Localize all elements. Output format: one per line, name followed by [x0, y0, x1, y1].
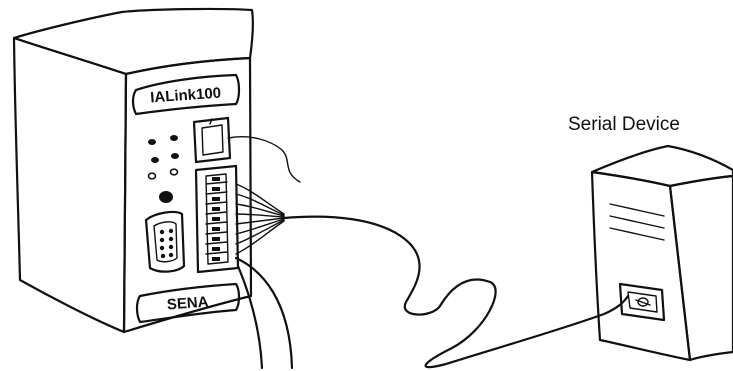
ethernet-cable — [228, 137, 300, 182]
ethernet-port — [194, 118, 230, 162]
terminal-block — [196, 166, 238, 272]
serial-device-vents — [610, 204, 664, 240]
serial-device: Serial Device — [568, 114, 733, 360]
model-label: IALink100 — [150, 85, 222, 107]
brand-label: SENA — [166, 294, 209, 314]
reset-button — [159, 191, 173, 203]
led — [148, 139, 156, 145]
device-top-face — [14, 9, 253, 74]
led — [149, 173, 156, 179]
serial-device-top-face — [592, 146, 733, 186]
lower-cable-1 — [236, 258, 292, 368]
status-leds — [148, 135, 179, 179]
serial-device-label: Serial Device — [568, 114, 680, 135]
led — [171, 169, 178, 175]
serial-device-port — [620, 284, 664, 320]
led — [171, 153, 179, 159]
led — [151, 157, 159, 163]
serial-device-front-face — [592, 172, 690, 360]
cables — [228, 137, 628, 368]
device-side-face — [14, 38, 126, 332]
led — [170, 135, 178, 141]
serial-device-side-face — [670, 176, 733, 360]
ialink100-device: IALink100 — [14, 9, 253, 332]
serial-cable — [284, 217, 628, 368]
terminal-wires — [236, 184, 284, 254]
db9-serial-port — [146, 212, 184, 272]
